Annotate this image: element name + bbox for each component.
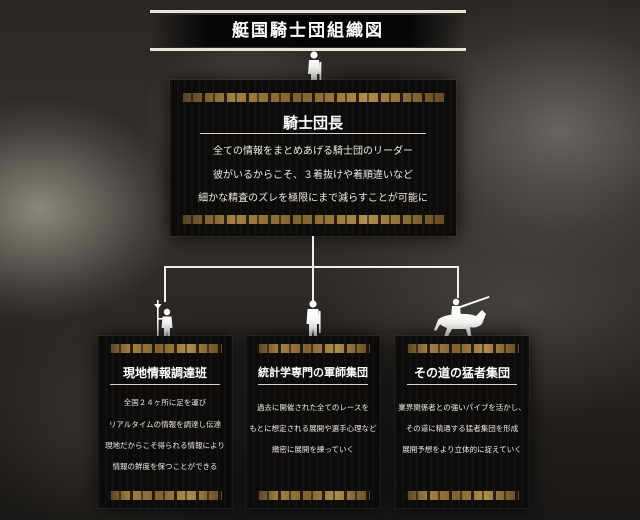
title-rule-bottom bbox=[150, 48, 466, 51]
connector-right bbox=[457, 266, 459, 298]
leader-line-3: 細かな精査のズレを極限にまで減らすことが可能に bbox=[198, 193, 428, 204]
leader-panel: 騎士団長 全ての情報をまとめあげる騎士団のリーダー 彼がいるからこそ、３着抜けや… bbox=[170, 80, 456, 236]
connector-horizontal bbox=[164, 266, 459, 268]
unit2-line-1: 過去に開催された全てのレースを bbox=[256, 403, 370, 412]
leader-title: 騎士団長 bbox=[282, 114, 343, 132]
unit1-line-3: 現地だからこそ得られる情報により bbox=[105, 441, 225, 450]
unit-panel-statistics: 統計学専門の軍師集団 過去に開催された全てのレースを もとに想定される展開や選手… bbox=[246, 336, 380, 508]
unit-panel-veterans: その道の猛者集団 業界関係者との強いパイプを活かし、 その道に精通する猛者集団を… bbox=[395, 336, 529, 508]
title-band bbox=[150, 15, 466, 47]
unit3-line-2: その道に精通する猛者集団を形成 bbox=[405, 424, 519, 433]
unit1-line-4: 情報の鮮度を保つことができる bbox=[112, 462, 218, 471]
unit-title-field-info: 現地情報調達班 bbox=[122, 366, 207, 380]
unit1-line-1: 全国２４ヶ所に足を運び bbox=[123, 398, 207, 407]
title-rule-top bbox=[150, 10, 466, 13]
unit-divider bbox=[258, 384, 368, 385]
panel-stripe-top bbox=[405, 344, 519, 353]
unit3-line-1: 業界関係者との強いパイプを活かし、 bbox=[398, 403, 526, 412]
armored-knight-icon bbox=[306, 300, 321, 342]
leader-divider bbox=[200, 133, 426, 134]
unit3-line-3: 展開予想をより立体的に捉えていく bbox=[402, 445, 522, 454]
panel-stripe-bottom bbox=[405, 491, 519, 500]
panel-stripe-bottom bbox=[180, 215, 446, 224]
unit2-line-3: 緻密に展開を練っていく bbox=[271, 445, 355, 454]
leader-line-2: 彼がいるからこそ、３着抜けや着順違いなど bbox=[213, 170, 413, 181]
mounted-lancer-icon bbox=[434, 296, 490, 340]
connector-vertical-main bbox=[312, 236, 314, 268]
panel-stripe-bottom bbox=[108, 491, 222, 500]
unit-divider bbox=[407, 384, 517, 385]
unit-divider bbox=[110, 384, 220, 385]
connector-left bbox=[164, 266, 166, 302]
connector-center bbox=[312, 266, 314, 302]
halberd-soldier-icon bbox=[154, 300, 173, 342]
unit-panel-field-info: 現地情報調達班 全国２４ヶ所に足を運び リアルタイムの情報を調達し伝達 現地だか… bbox=[98, 336, 232, 508]
leader-line-1: 全ての情報をまとめあげる騎士団のリーダー bbox=[213, 146, 413, 157]
page-title: 艇国騎士団組織図 bbox=[232, 21, 384, 41]
unit2-line-2: もとに想定される展開や選手心理など bbox=[249, 424, 377, 433]
unit-title-veterans: その道の猛者集団 bbox=[413, 366, 510, 380]
unit1-line-2: リアルタイムの情報を調達し伝達 bbox=[108, 420, 222, 429]
panel-stripe-top bbox=[256, 344, 370, 353]
unit-title-statistics: 統計学専門の軍師集団 bbox=[258, 366, 368, 379]
panel-stripe-top bbox=[108, 344, 222, 353]
panel-stripe-top bbox=[180, 93, 446, 102]
panel-stripe-bottom bbox=[256, 491, 370, 500]
